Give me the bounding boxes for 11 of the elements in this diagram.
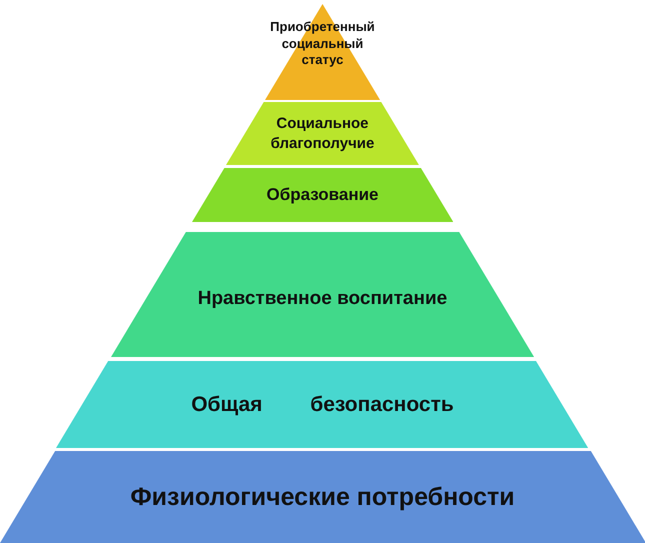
- tier-label: Нравственное воспитание: [198, 287, 448, 312]
- pyramid-apex-triangle: [264, 4, 380, 100]
- tier-label: Социальное благополучие: [270, 114, 376, 153]
- pyramid-tier: [110, 232, 534, 357]
- tier-label: Образование: [266, 184, 379, 206]
- tier-label: Физиологические потребности: [130, 482, 515, 513]
- tier-label: Общая безопасность: [191, 392, 454, 418]
- pyramid-tier: [0, 451, 645, 543]
- pyramid-tier: [226, 102, 419, 165]
- pyramid-tier: [56, 361, 589, 448]
- pyramid-tier: [192, 168, 454, 222]
